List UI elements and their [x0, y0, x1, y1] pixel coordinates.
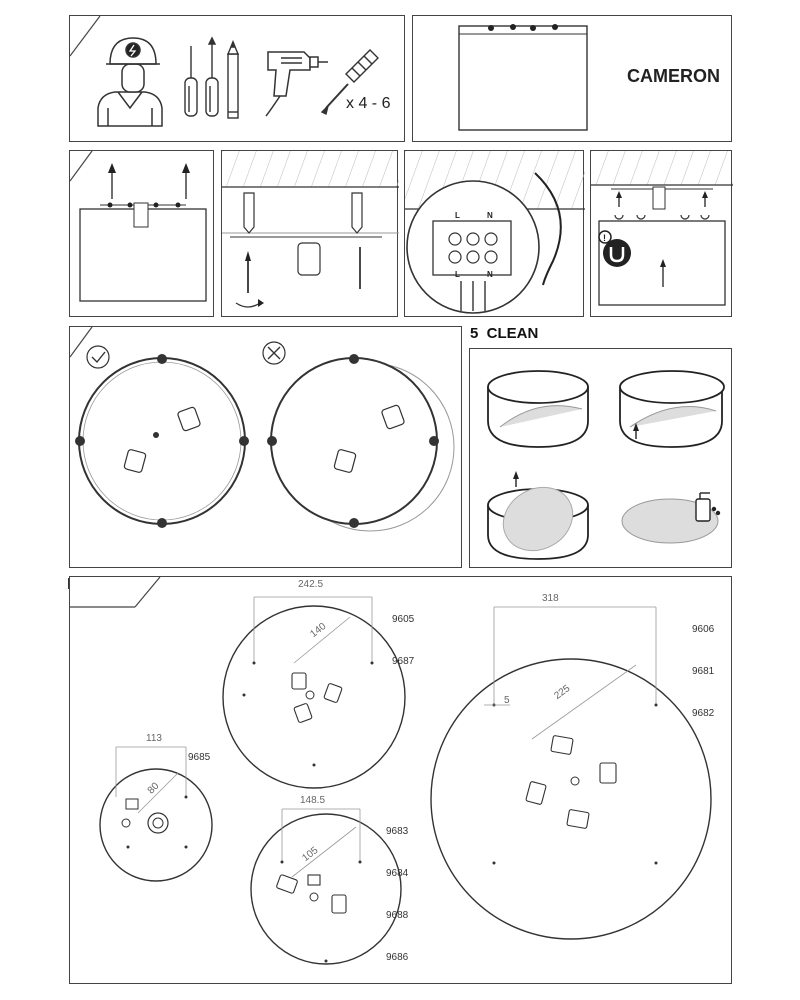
screwdriver-icon [184, 36, 219, 117]
tools-illustration: x 4 - 6 [70, 16, 391, 127]
cross-icon [262, 341, 286, 365]
dimensions-panel: 242.5 140 9605 9687 318 225 5 9606 9681 … [69, 576, 732, 984]
cleaning-spray-icon [695, 492, 721, 522]
electrician-icon [97, 37, 163, 127]
step-3-illustration: L N L N [405, 151, 585, 314]
terminal-label-n-bottom: N [487, 270, 493, 279]
step-1-illustration [70, 151, 207, 302]
code-9686: 9686 [386, 952, 409, 963]
product-panel: CAMERON [412, 15, 732, 142]
ceiling-lamp-illustration [458, 24, 588, 131]
dim-148-width: 148.5 [300, 795, 326, 806]
clean-step-label: 5 CLEAN [470, 325, 539, 342]
step-1-panel [69, 150, 214, 317]
code-9682: 9682 [692, 708, 715, 719]
dim-242-width: 242.5 [298, 579, 324, 590]
magnet-icon: ! [598, 230, 631, 267]
code-9683: 9683 [386, 826, 409, 837]
terminal-label-l-top: L [455, 211, 460, 220]
codes-318: 9606 9681 9682 [692, 595, 714, 749]
code-9606: 9606 [692, 624, 715, 635]
screw-count-label: x 4 - 6 [346, 95, 391, 112]
tools-panel: x 4 - 6 [69, 15, 405, 142]
dim-113-width: 113 [146, 733, 162, 744]
code-9681: 9681 [692, 666, 715, 677]
terminal-label-l-bottom: L [455, 270, 460, 279]
clean-illustration [487, 370, 725, 560]
pencil-icon [226, 40, 240, 119]
step-2-panel [221, 150, 399, 317]
alignment-illustration [70, 327, 455, 532]
dim-318-width: 318 [542, 593, 559, 604]
wall-plug-icon [320, 49, 379, 116]
code-9685: 9685 [188, 752, 211, 763]
code-9605: 9605 [392, 614, 415, 625]
codes-113: 9685 [188, 723, 210, 793]
step-2-illustration [222, 151, 399, 308]
code-9684: 9684 [386, 868, 409, 879]
terminal-label-n-top: N [487, 211, 493, 220]
dimension-drawings [70, 577, 712, 965]
step-3-panel: L N L N [404, 150, 585, 317]
alignment-panel [69, 326, 462, 568]
check-icon [86, 345, 110, 369]
codes-148: 9683 9684 9688 9686 [386, 797, 408, 993]
dim-318-edge: 5 [504, 695, 510, 706]
codes-242: 9605 9687 [392, 585, 414, 697]
step-4-illustration: ! [591, 151, 733, 306]
code-9687: 9687 [392, 656, 415, 667]
drill-icon [265, 51, 328, 117]
svg-text:!: ! [603, 233, 606, 243]
clean-panel [469, 348, 732, 568]
step-4-panel: ! [590, 150, 733, 317]
code-9688: 9688 [386, 910, 409, 921]
model-name: CAMERON [627, 66, 720, 86]
